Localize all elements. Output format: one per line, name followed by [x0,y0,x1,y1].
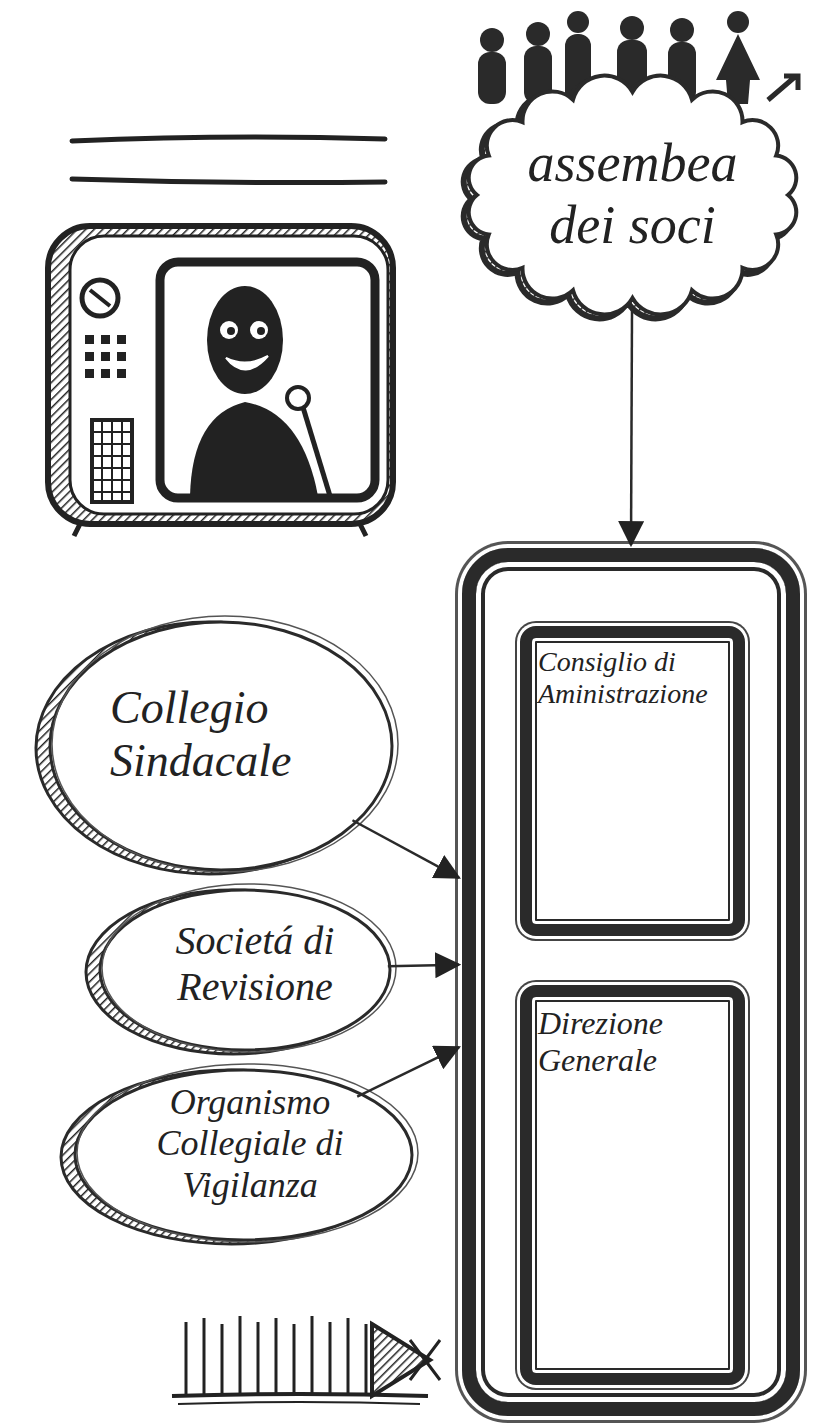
node-label: Consiglio di Aministrazione [538,646,728,710]
node-label: assembea dei soci [495,132,770,256]
tv-illustration-part-part [85,369,94,378]
tv-illustration-part-part [101,335,110,344]
decorative-arrow [172,1316,440,1404]
decorative-lines [72,137,385,183]
tv-illustration-part-part [101,352,110,361]
tv-illustration-part-part [117,369,126,378]
tv-illustration-part-part [101,369,110,378]
tv-illustration [48,226,393,536]
people-silhouettes-part [478,52,506,104]
people-silhouettes-part [567,11,589,33]
tv-illustration-part-part [117,352,126,361]
tv-illustration-part [70,236,388,514]
node-label: Societá di Revisione [140,918,370,1010]
arrow-connector [631,306,632,545]
tv-illustration-part [160,262,375,498]
control-ellipse: Organismo Collegiale di Vigilanza [55,1060,420,1250]
tv-illustration-part [92,420,132,502]
tv-illustration-part [74,524,366,536]
tv-illustration-part-part [85,352,94,361]
text-box: Direzione Generale [538,1005,728,1079]
decorative-lines-part [72,179,385,183]
text-box: assembea dei soci [495,132,770,256]
decorative-lines-part [72,137,385,141]
decorative-arrow-part [186,1316,366,1396]
tv-illustration-part [226,356,268,370]
tv-illustration-part [220,321,238,339]
control-ellipse: Societá di Revisione [80,880,398,1060]
control-ellipse: Collegio Sindacale [30,612,400,880]
tv-illustration-part [82,280,118,316]
people-silhouettes-part [727,11,749,33]
ellipse-sketch-line [77,1064,418,1242]
people-silhouettes-part [670,18,694,42]
process-box: Direzione Generale [520,985,745,1385]
tv-illustration-part [302,404,330,496]
decorative-arrow-part [172,1394,428,1396]
people-silhouettes-part [480,28,504,52]
people-silhouettes-part [768,76,798,100]
tv-illustration-part-part [85,335,94,344]
tv-illustration-part [92,420,132,502]
node-label: Direzione Generale [538,1005,728,1079]
text-box: Consiglio di Aministrazione [538,646,728,710]
decorative-arrow-part [410,1340,440,1380]
decorative-arrow-part [178,1402,420,1404]
people-silhouettes-part [620,16,644,40]
people-silhouettes-part [526,22,550,46]
tv-illustration-part [48,226,393,524]
ellipse-sketch-line [52,616,398,872]
node-label: Organismo Collegiale di Vigilanza [115,1082,385,1206]
cloud-outline [469,76,797,315]
arrow-connector [357,1047,459,1097]
arrow-connector [388,965,459,967]
tv-illustration-part [227,327,235,335]
ellipse-sketch-line [102,884,396,1052]
tv-illustration-part [207,286,283,394]
decorative-arrow-part [372,1324,430,1396]
tv-illustration-part-part [117,335,126,344]
tv-illustration-part [90,290,110,306]
tv-illustration-part [85,335,126,378]
cloud-outline [455,70,810,320]
tv-illustration-part [250,321,268,339]
arrow-connector [352,820,459,878]
process-box: Consiglio di Aministrazione [520,626,745,936]
tv-illustration-part [287,387,309,409]
text-box: Organismo Collegiale di Vigilanza [115,1082,385,1206]
tv-illustration-part [257,327,265,335]
text-box: Collegio Sindacale [110,682,360,788]
node-label: Collegio Sindacale [110,682,360,788]
tv-illustration-part [190,402,318,496]
cloud-shape: assembea dei soci [455,70,810,320]
group-box: Consiglio di AministrazioneDirezione Gen… [462,548,800,1416]
text-box: Societá di Revisione [140,918,370,1010]
